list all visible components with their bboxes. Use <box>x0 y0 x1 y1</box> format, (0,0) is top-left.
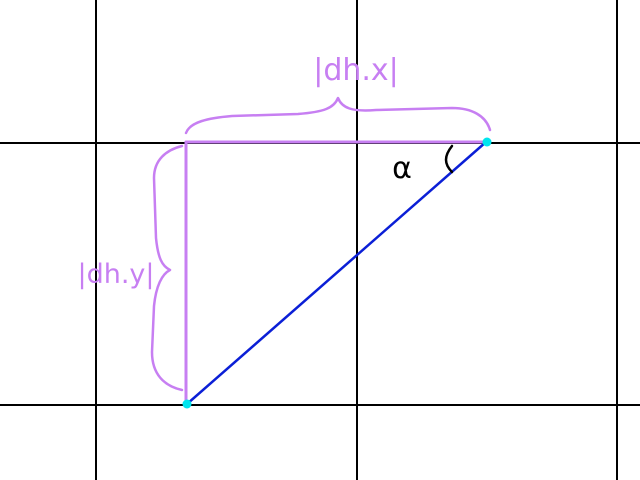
horizontal-length-label: |dh.x| <box>313 53 399 88</box>
braces <box>150 96 492 392</box>
endpoint-bottom-left <box>182 399 192 409</box>
top-brace <box>184 96 492 135</box>
triangle-legs <box>184 140 489 406</box>
left-brace <box>150 144 184 392</box>
angle-label: α <box>392 151 412 186</box>
endpoints <box>182 137 492 409</box>
endpoint-top-right <box>482 137 492 147</box>
vertical-length-label: |dh.y| <box>77 259 154 290</box>
angle-arc <box>444 144 454 174</box>
hypotenuse-line <box>185 140 488 406</box>
